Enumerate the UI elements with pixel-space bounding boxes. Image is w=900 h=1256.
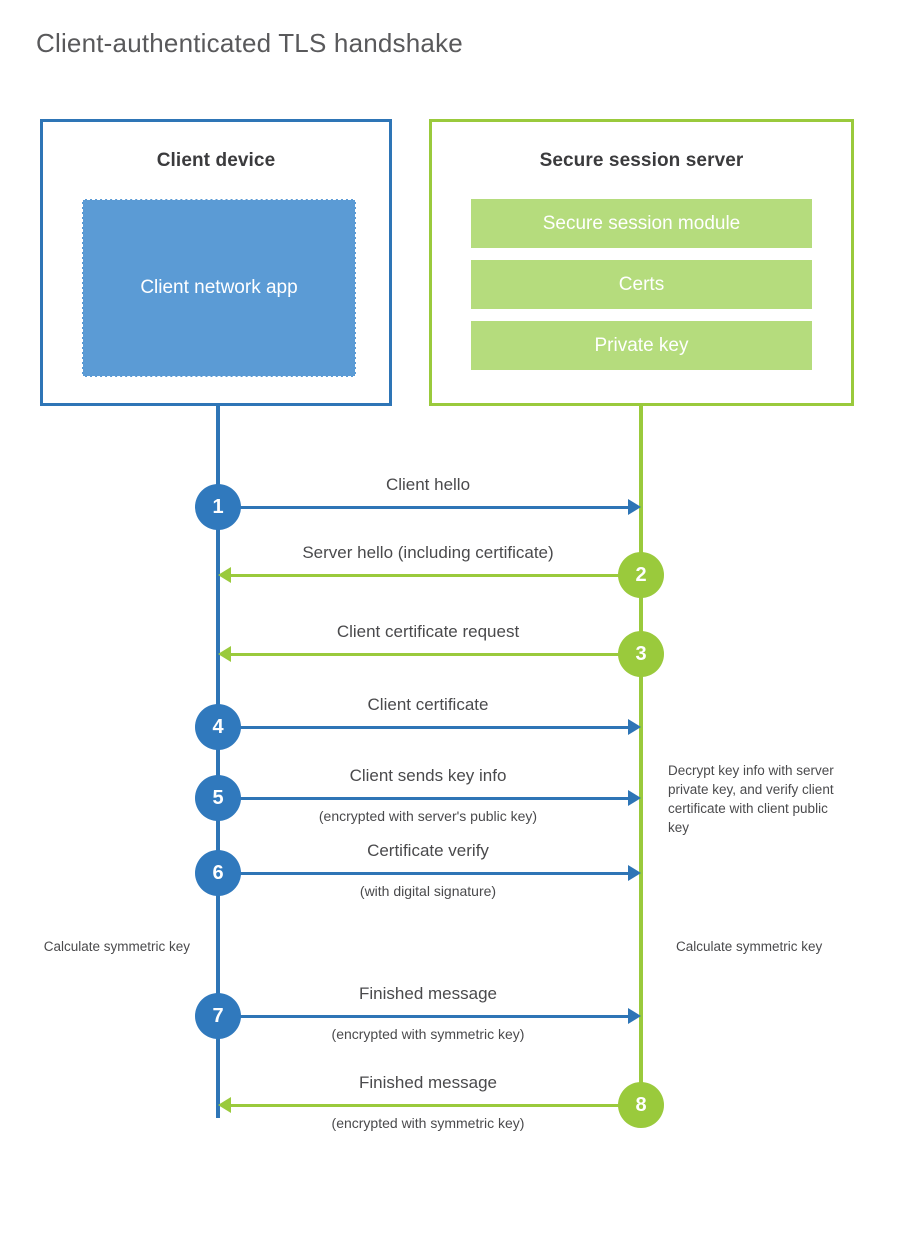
step-badge-3[interactable]: 3 bbox=[618, 631, 664, 677]
server-decrypt-note: Decrypt key info with server private key… bbox=[668, 763, 834, 835]
arrow-head-5 bbox=[628, 790, 641, 806]
message-label-8: Finished message bbox=[359, 1073, 497, 1092]
message-label-3: Client certificate request bbox=[336, 622, 520, 641]
arrow-head-7 bbox=[628, 1008, 641, 1024]
message-line-6 bbox=[218, 872, 629, 875]
message-line-7 bbox=[218, 1015, 629, 1018]
page-title: Client-authenticated TLS handshake bbox=[36, 28, 463, 58]
server-lifeline bbox=[639, 406, 643, 1106]
message-label-5: Client sends key info bbox=[349, 766, 507, 785]
step-badge-2[interactable]: 2 bbox=[618, 552, 664, 598]
message-sublabel-5: (encrypted with server's public key) bbox=[318, 808, 538, 824]
message-sublabel-6: (with digital signature) bbox=[359, 883, 497, 899]
secure-session-server-box: Secure session server Secure session mod… bbox=[429, 119, 854, 406]
arrow-head-6 bbox=[628, 865, 641, 881]
arrow-head-2 bbox=[218, 567, 231, 583]
server-calculate-symmetric-key-note: Calculate symmetric key bbox=[676, 939, 823, 954]
step-badge-1[interactable]: 1 bbox=[195, 484, 241, 530]
step-badge-8[interactable]: 8 bbox=[618, 1082, 664, 1128]
arrow-head-1 bbox=[628, 499, 641, 515]
message-label-4: Client certificate bbox=[367, 695, 489, 714]
message-sublabel-8: (encrypted with symmetric key) bbox=[331, 1115, 525, 1131]
step-badge-4[interactable]: 4 bbox=[195, 704, 241, 750]
step-badge-5[interactable]: 5 bbox=[195, 775, 241, 821]
client-device-title: Client device bbox=[156, 150, 276, 171]
message-sublabel-7: (encrypted with symmetric key) bbox=[331, 1026, 525, 1042]
server-block-private-key: Private key bbox=[471, 321, 812, 370]
client-network-app-block: Client network app bbox=[82, 199, 356, 377]
message-line-8 bbox=[230, 1104, 641, 1107]
client-device-box: Client device Client network app bbox=[40, 119, 392, 406]
message-label-2: Server hello (including certificate) bbox=[302, 543, 554, 562]
client-calculate-symmetric-key-note: Calculate symmetric key bbox=[43, 939, 190, 954]
message-label-7: Finished message bbox=[359, 984, 497, 1003]
message-line-1 bbox=[218, 506, 629, 509]
client-lifeline bbox=[216, 406, 220, 1118]
message-line-2 bbox=[230, 574, 641, 577]
message-line-3 bbox=[230, 653, 641, 656]
arrow-head-8 bbox=[218, 1097, 231, 1113]
arrow-head-4 bbox=[628, 719, 641, 735]
message-label-6: Certificate verify bbox=[367, 841, 489, 860]
message-line-4 bbox=[218, 726, 629, 729]
arrow-head-3 bbox=[218, 646, 231, 662]
server-component-list: Secure session module Certs Private key bbox=[471, 199, 812, 382]
message-line-5 bbox=[218, 797, 629, 800]
step-badge-6[interactable]: 6 bbox=[195, 850, 241, 896]
secure-session-server-title: Secure session server bbox=[539, 150, 744, 171]
message-label-1: Client hello bbox=[385, 475, 471, 494]
server-block-certs: Certs bbox=[471, 260, 812, 309]
step-badge-7[interactable]: 7 bbox=[195, 993, 241, 1039]
server-block-secure-session-module: Secure session module bbox=[471, 199, 812, 248]
